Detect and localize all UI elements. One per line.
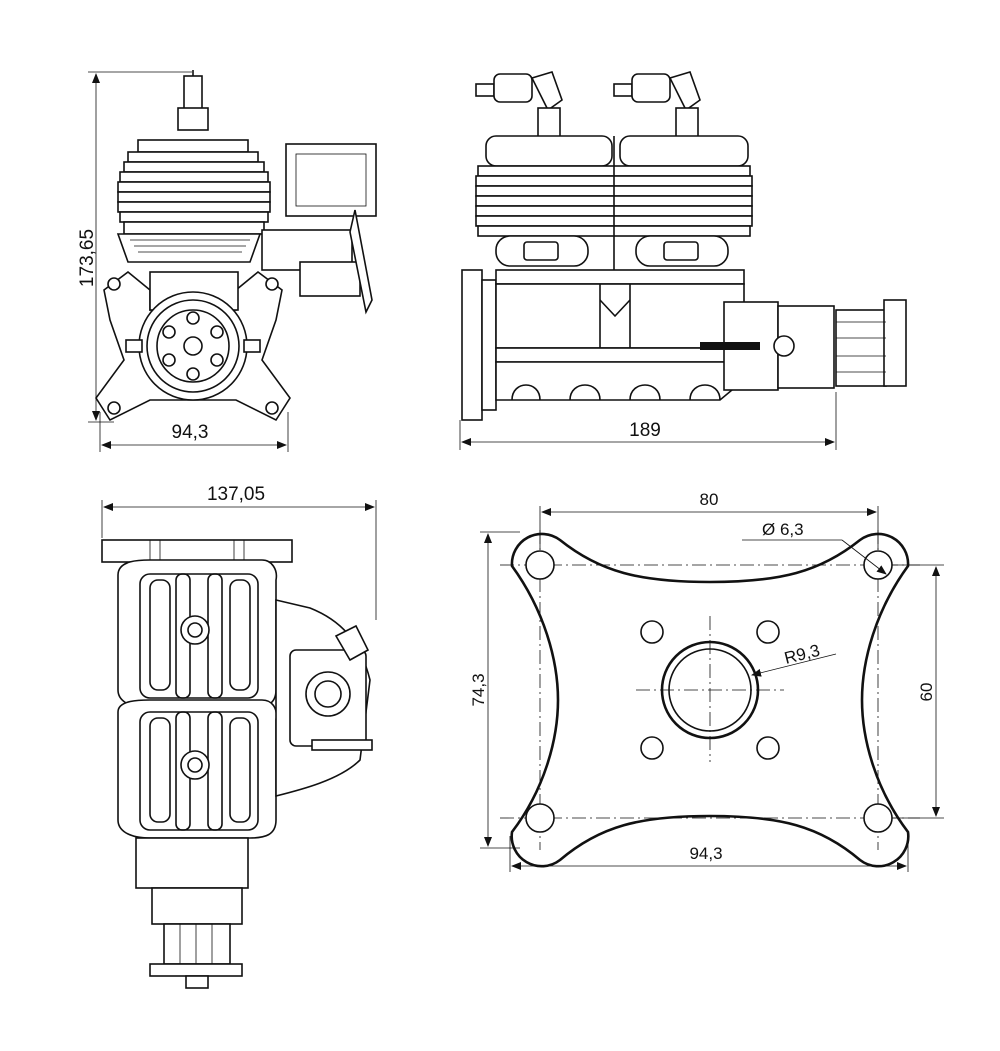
hole-vertical-dimension: 60 [917, 683, 936, 702]
plate-height-dimension: 74,3 [469, 673, 488, 706]
top-view: 137,05 [101, 484, 377, 989]
hole-diameter-dimension: Ø 6,3 [762, 520, 804, 539]
bore-radius-dimension: R9,3 [782, 641, 821, 668]
plate-width-dimension: 94,3 [689, 844, 722, 863]
top-width-dimension: 137,05 [207, 484, 265, 505]
front-height-dimension: 173,65 [77, 229, 98, 287]
front-width-dimension: 94,3 [172, 422, 209, 443]
mount-plate-view: 80 Ø 6,3 R9,3 74,3 60 94,3 [469, 490, 944, 872]
front-view: 173,65 94,3 [77, 70, 377, 452]
side-length-dimension: 189 [629, 420, 661, 441]
side-view: 189 [459, 71, 907, 450]
hole-spacing-dimension: 80 [700, 490, 719, 509]
